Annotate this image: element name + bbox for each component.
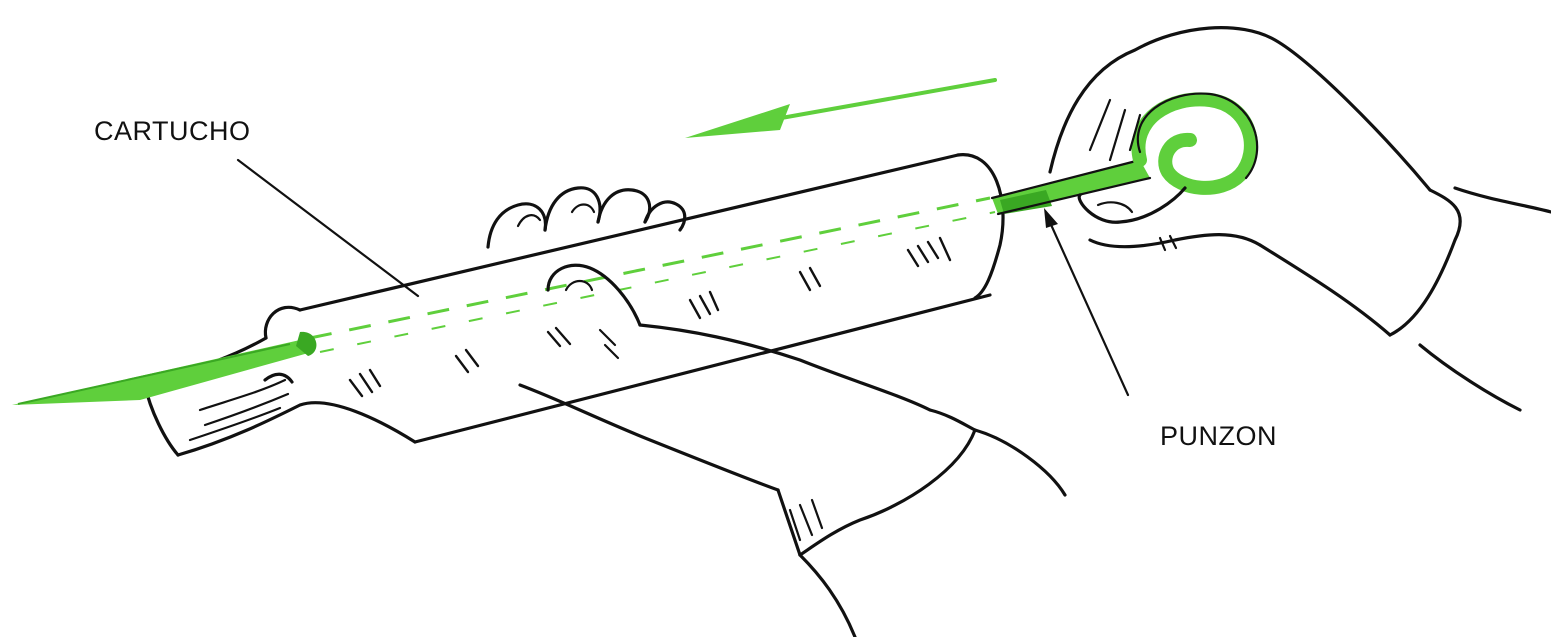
punch-leader-line <box>1048 218 1128 395</box>
cartridge-tube <box>300 155 1003 442</box>
arrow-left-icon <box>685 80 995 138</box>
punch-label: PUNZON <box>1160 421 1277 451</box>
left-hand-palm <box>520 265 975 490</box>
left-hand-fingers <box>488 188 685 247</box>
punch-handle-ring <box>1138 94 1257 188</box>
left-sleeve-cuff <box>778 430 1065 637</box>
cartridge-label: CARTUCHO <box>94 116 251 146</box>
cartridge-leader-line <box>238 160 418 296</box>
punch-tip <box>12 332 316 405</box>
punch-leader-arrowhead <box>1044 208 1058 228</box>
right-hand <box>1050 28 1551 410</box>
